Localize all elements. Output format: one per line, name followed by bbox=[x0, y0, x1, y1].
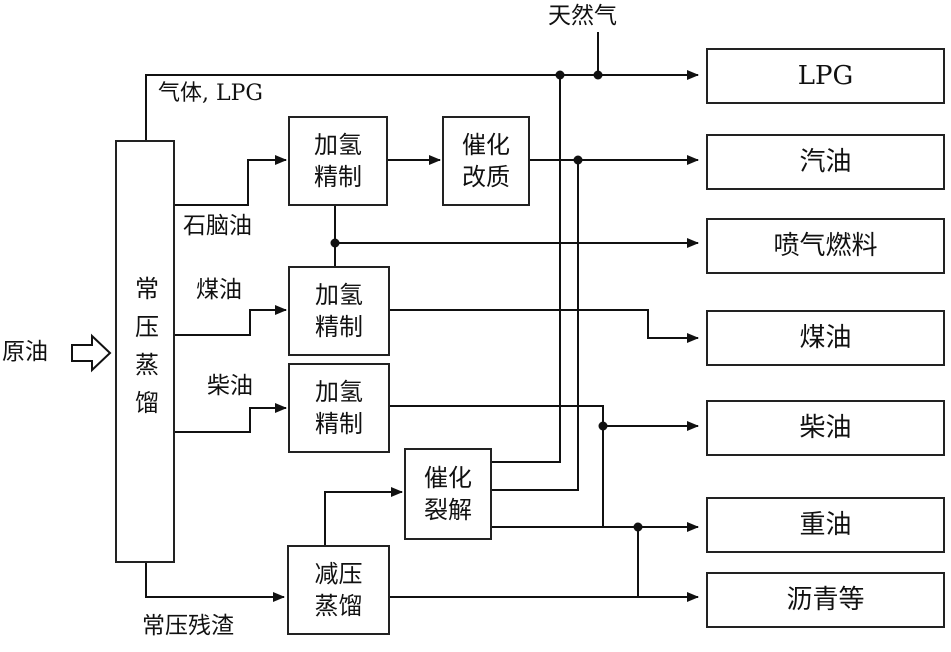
product-label: LPG bbox=[797, 61, 854, 91]
product-kerosene: 煤油 bbox=[706, 310, 945, 366]
flow-fcc-gasoline bbox=[492, 160, 579, 491]
product-diesel: 柴油 bbox=[706, 400, 945, 456]
unit-catalytic-cracking: 催化裂解 bbox=[404, 448, 492, 540]
unit-line: 改质 bbox=[462, 163, 510, 191]
unit-line: 精制 bbox=[315, 410, 363, 438]
product-asphalt: 沥青等 bbox=[706, 572, 945, 628]
unit-catalytic-reforming: 催化改质 bbox=[442, 116, 530, 206]
flow-residue bbox=[145, 563, 285, 602]
label-gas-lpg: 气体, LPG bbox=[158, 81, 263, 106]
unit-line: 加氢 bbox=[314, 131, 362, 159]
product-label: 沥青等 bbox=[786, 585, 865, 615]
label-naphtha: 石脑油 bbox=[183, 213, 252, 239]
product-gasoline: 汽油 bbox=[706, 134, 945, 190]
flow-hydro3-diesel bbox=[390, 405, 604, 527]
flow-gas-lpg bbox=[145, 70, 699, 140]
label-diesel-stream: 柴油 bbox=[207, 373, 253, 399]
unit-hydrotreating-diesel: 加氢精制 bbox=[288, 363, 390, 453]
crude-inlet-arrow bbox=[71, 333, 112, 373]
flow-vacuum-fcc bbox=[324, 487, 403, 545]
flow-naphtha bbox=[175, 155, 287, 206]
unit-line: 催化 bbox=[424, 464, 472, 492]
junction-dot bbox=[633, 522, 643, 532]
product-label: 煤油 bbox=[799, 323, 852, 353]
unit-line: 加氢 bbox=[315, 281, 363, 309]
junction-dot bbox=[573, 155, 583, 165]
product-label: 柴油 bbox=[799, 413, 852, 443]
product-label: 喷气燃料 bbox=[773, 231, 878, 261]
junction-dot bbox=[598, 421, 608, 431]
flow-hydro2-kerosene bbox=[390, 309, 699, 343]
unit-line: 精制 bbox=[314, 163, 362, 191]
product-jet-fuel: 喷气燃料 bbox=[706, 218, 945, 274]
column-label: 常压蒸馏 bbox=[130, 275, 159, 428]
unit-hydrotreating-kerosene: 加氢精制 bbox=[288, 266, 390, 356]
product-heavy-oil: 重油 bbox=[706, 497, 945, 553]
unit-line: 加氢 bbox=[315, 378, 363, 406]
unit-vacuum-distillation: 减压蒸馏 bbox=[287, 545, 390, 635]
unit-line: 催化 bbox=[462, 131, 510, 159]
atmospheric-distillation-column: 常压蒸馏 bbox=[115, 140, 175, 563]
label-crude-oil: 原油 bbox=[2, 339, 48, 365]
label-atmospheric-residue: 常压残渣 bbox=[142, 613, 234, 639]
product-label: 重油 bbox=[799, 510, 852, 540]
flow-diesel bbox=[175, 403, 287, 433]
label-natural-gas: 天然气 bbox=[548, 3, 617, 29]
junction-dot bbox=[593, 70, 603, 80]
junction-dot bbox=[330, 238, 340, 248]
unit-line: 减压 bbox=[314, 560, 363, 588]
flow-kerosene bbox=[175, 305, 287, 336]
unit-line: 精制 bbox=[315, 313, 363, 341]
unit-hydrotreating-naphtha: 加氢精制 bbox=[288, 116, 388, 206]
product-label: 汽油 bbox=[799, 147, 852, 177]
junction-dot bbox=[555, 70, 565, 80]
product-lpg: LPG bbox=[706, 48, 945, 104]
flow-fcc-gas bbox=[492, 75, 561, 463]
unit-line: 裂解 bbox=[424, 496, 472, 524]
unit-line: 蒸馏 bbox=[314, 592, 363, 620]
label-kerosene-stream: 煤油 bbox=[196, 277, 242, 303]
